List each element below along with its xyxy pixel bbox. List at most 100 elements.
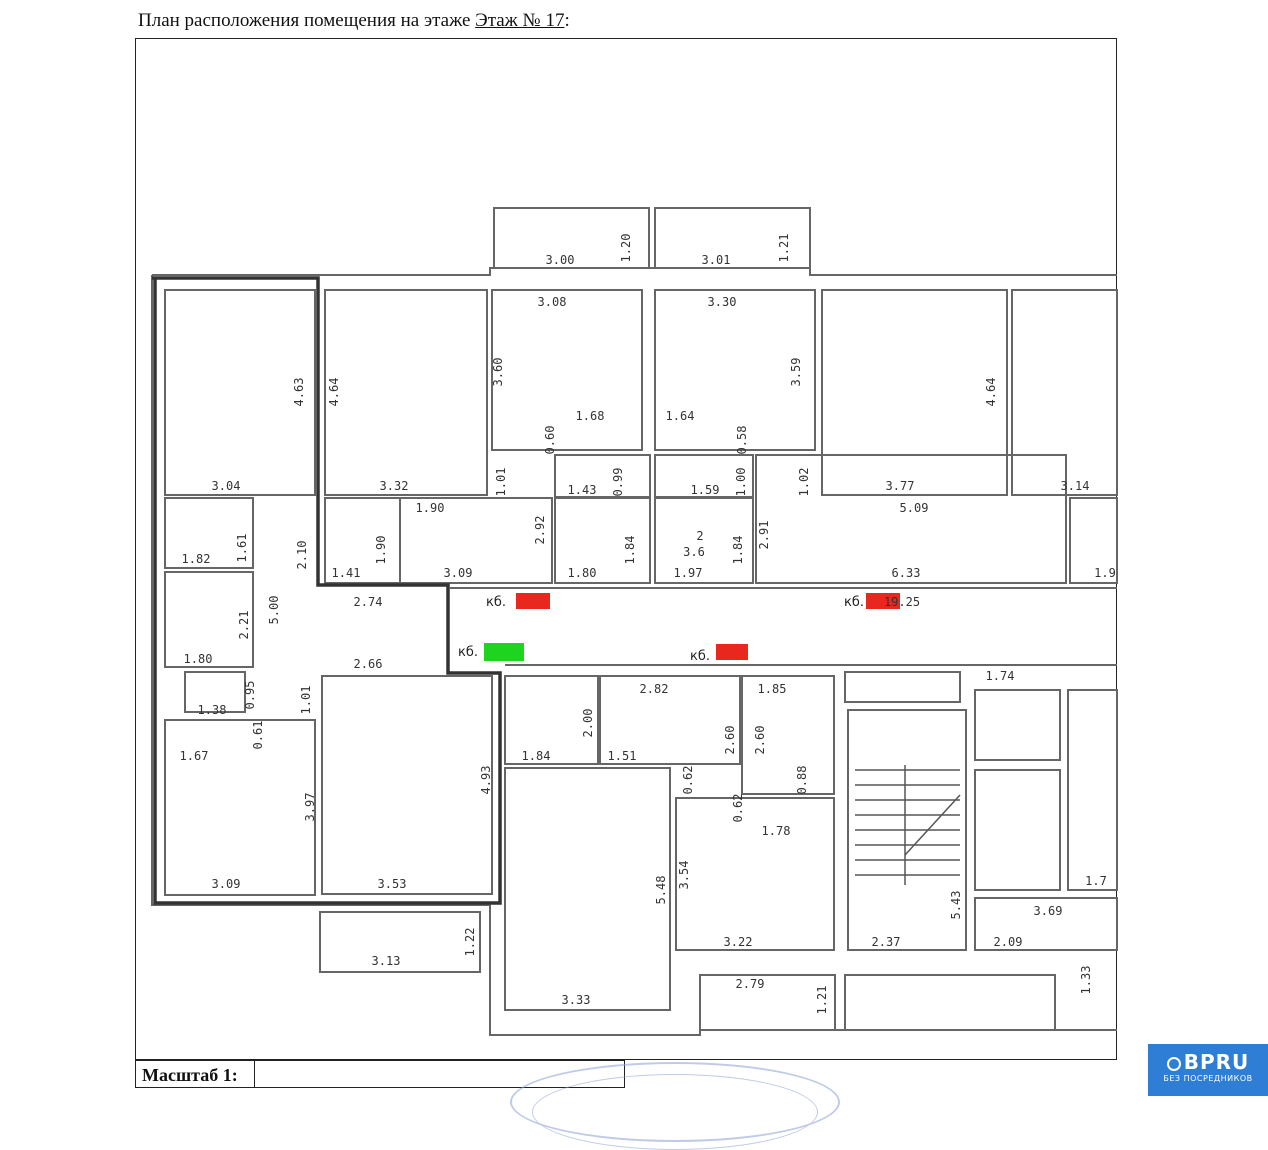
dimension-label: 2.60 (723, 726, 737, 755)
dimension-label: 3.53 (378, 877, 407, 891)
dimension-label: 1.33 (1079, 966, 1093, 995)
dimension-label: 19.25 (884, 595, 920, 609)
dimension-label: 2.09 (994, 935, 1023, 949)
dimension-label: 3.14 (1061, 479, 1090, 493)
floor-number: Этаж № 17 (475, 10, 565, 31)
dimension-label: 1.90 (374, 536, 388, 565)
dimension-label: 3.54 (677, 861, 691, 890)
dimension-label: 3.32 (380, 479, 409, 493)
dimension-label: 6.33 (892, 566, 921, 580)
dimension-label: 4.64 (327, 378, 341, 407)
dimension-label: 3.6 (683, 545, 705, 559)
dimension-label: 0.62 (731, 794, 745, 823)
dimension-label: 3.33 (562, 993, 591, 1007)
dimension-label: 2.37 (872, 935, 901, 949)
dimension-label: 3.30 (708, 295, 737, 309)
dimension-label: 3.60 (491, 358, 505, 387)
dimension-label: 1.41 (332, 566, 361, 580)
dimension-label: 3.04 (212, 479, 241, 493)
title-prefix: План расположения помещения на этаже (138, 10, 471, 31)
scale-divider (254, 1061, 255, 1087)
dimension-label: 4.63 (292, 378, 306, 407)
dimension-label: 2 (696, 529, 703, 543)
dimension-label: 2.60 (753, 726, 767, 755)
marker-label: кб. (690, 649, 710, 664)
dimension-label: 1.7 (1085, 874, 1107, 888)
dimension-label: 1.97 (674, 566, 703, 580)
dimension-label: 3.59 (789, 358, 803, 387)
marker-kb-1: кб. (486, 593, 550, 610)
plan-title: План расположения помещения на этаже Эта… (138, 10, 570, 32)
dimension-label: 4.93 (479, 766, 493, 795)
dimension-label: 2.00 (581, 709, 595, 738)
dimension-label: 1.59 (691, 483, 720, 497)
dimension-label: 0.62 (681, 766, 695, 795)
dimension-label: 4.64 (984, 378, 998, 407)
dimension-label: 0.88 (795, 766, 809, 795)
dimension-label: 3.08 (538, 295, 567, 309)
dimension-label: 3.97 (303, 793, 317, 822)
scale-label: Масштаб 1: (142, 1065, 238, 1085)
dimension-label: 1.74 (986, 669, 1015, 683)
dimension-label: 0.60 (543, 426, 557, 455)
title-suffix: : (564, 10, 570, 31)
dimension-label: 2.79 (736, 977, 765, 991)
marker-label: кб. (486, 595, 506, 610)
dimension-label: 1.21 (815, 986, 829, 1015)
dimension-label: 2.66 (354, 657, 383, 671)
dimension-label: 1.90 (416, 501, 445, 515)
dimension-label: 1.61 (235, 534, 249, 563)
dimension-label: 5.09 (900, 501, 929, 515)
dimension-label: 0.99 (611, 468, 625, 497)
red-marker (516, 593, 550, 609)
dimension-label: 3.01 (702, 253, 731, 267)
dimension-label: 1.00 (734, 468, 748, 497)
dimension-label: 1.78 (762, 824, 791, 838)
stamp-seal (510, 1062, 840, 1150)
dimension-label: 1.84 (623, 536, 637, 565)
marker-kb-3: кб. (458, 643, 524, 661)
badge-tagline: БЕЗ ПОСРЕДНИКОВ (1163, 1074, 1253, 1083)
bpru-badge[interactable]: BPRU БЕЗ ПОСРЕДНИКОВ (1148, 1044, 1268, 1096)
dimension-label: 2.82 (640, 682, 669, 696)
dimension-label: 1.64 (666, 409, 695, 423)
dimension-label: 2.21 (237, 611, 251, 640)
dimension-label: 5.43 (949, 891, 963, 920)
marker-kb-4: кб. (690, 644, 748, 664)
dimension-label: 0.61 (251, 721, 265, 750)
dimension-label: 0.95 (243, 681, 257, 710)
staircase (855, 765, 961, 885)
marker-kb-2: кб. (844, 593, 900, 610)
dimension-label: 5.48 (654, 876, 668, 905)
dimension-label: 2.74 (354, 595, 383, 609)
marker-label: кб. (458, 645, 478, 660)
dimension-label: 1.68 (576, 409, 605, 423)
dimension-label: 5.00 (267, 596, 281, 625)
green-marker (484, 643, 524, 661)
dimension-label: 1.01 (299, 686, 313, 715)
dimension-label: 1.80 (184, 652, 213, 666)
dimension-label: 1.01 (494, 468, 508, 497)
dimension-label: 1.82 (182, 552, 211, 566)
dimension-label: 3.22 (724, 935, 753, 949)
dimension-label: 3.13 (372, 954, 401, 968)
dimension-label: 3.00 (546, 253, 575, 267)
dimension-label: 2.91 (757, 521, 771, 550)
dimension-label: 2.10 (295, 541, 309, 570)
dimension-label: 1.02 (797, 468, 811, 497)
dimension-label: 1.84 (731, 536, 745, 565)
dimension-label: 1.43 (568, 483, 597, 497)
dimension-label: 1.51 (608, 749, 637, 763)
dimension-label: 3.69 (1034, 904, 1063, 918)
dimension-label: 1.84 (522, 749, 551, 763)
walls (151, 207, 1118, 1036)
scale-box: Масштаб 1: (135, 1060, 625, 1088)
badge-brand: BPRU (1183, 1050, 1250, 1074)
people-icon (1166, 1056, 1181, 1071)
red-marker (716, 644, 748, 660)
dimension-label: 3.09 (212, 877, 241, 891)
red-marker (866, 593, 900, 609)
dimension-label: 3.77 (886, 479, 915, 493)
marker-label: кб. (844, 595, 864, 610)
